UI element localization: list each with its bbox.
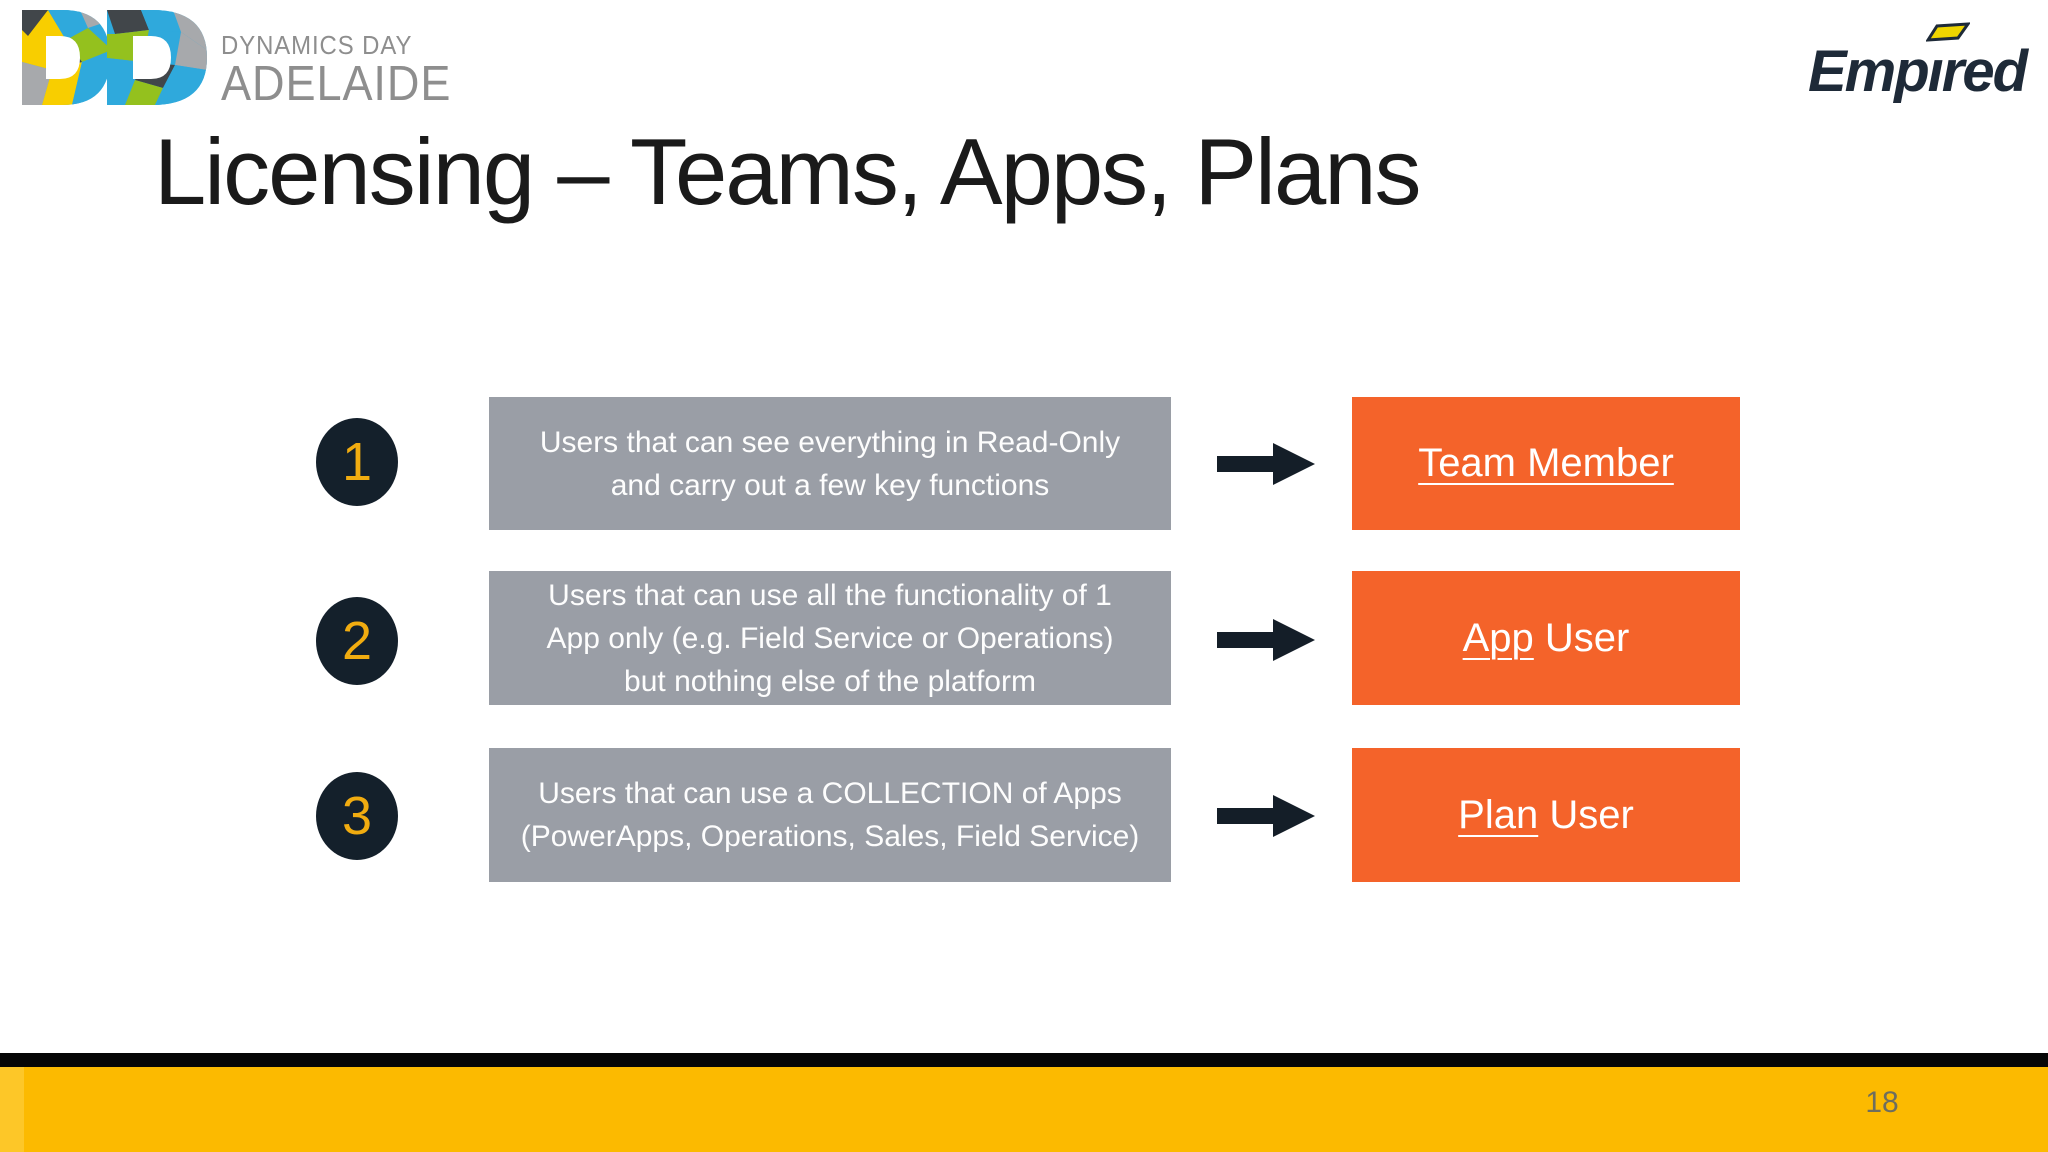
arrow-right-icon: [1217, 795, 1315, 837]
dd-logo-text: DYNAMICS DAY ADELAIDE: [221, 10, 452, 111]
dd-logo-line1: DYNAMICS DAY: [221, 30, 413, 60]
dd-logo-line2: ADELAIDE: [221, 57, 452, 111]
page-number: 18: [1865, 1086, 1899, 1119]
dd-mosaic-icon: [22, 10, 207, 105]
description-box-1: Users that can see everything in Read-On…: [489, 397, 1171, 530]
license-label-rest: User: [1533, 615, 1630, 660]
slide-title: Licensing – Teams, Apps, Plans: [154, 119, 1422, 224]
license-box-plan-user: Plan User: [1352, 748, 1740, 882]
license-label-emphasis: Team Member: [1418, 441, 1674, 485]
license-box-team-member: Team Member: [1352, 397, 1740, 530]
arrow-right-icon: [1217, 443, 1315, 485]
step-number-3: 3: [316, 772, 398, 860]
arrow-right-icon: [1217, 619, 1315, 661]
license-box-app-user: App User: [1352, 571, 1740, 705]
footer-yellow-bar: [0, 1067, 2048, 1152]
description-box-2: Users that can use all the functionality…: [489, 571, 1171, 705]
license-label-emphasis: App: [1462, 615, 1534, 660]
empired-logo: Empıred: [1808, 22, 2028, 104]
dynamics-day-logo: DYNAMICS DAY ADELAIDE: [22, 10, 471, 111]
license-label-rest: User: [1538, 792, 1634, 837]
step-number-2: 2: [316, 597, 398, 685]
footer-black-bar: [0, 1053, 2048, 1067]
empired-wordmark: Empıred: [1808, 39, 2028, 104]
description-box-3: Users that can use a COLLECTION of Apps …: [489, 748, 1171, 882]
footer-yellow-edge: [0, 1067, 24, 1152]
empired-leaf-icon: [1926, 22, 1970, 42]
step-number-1: 1: [316, 418, 398, 506]
license-label-emphasis: Plan: [1458, 792, 1539, 837]
